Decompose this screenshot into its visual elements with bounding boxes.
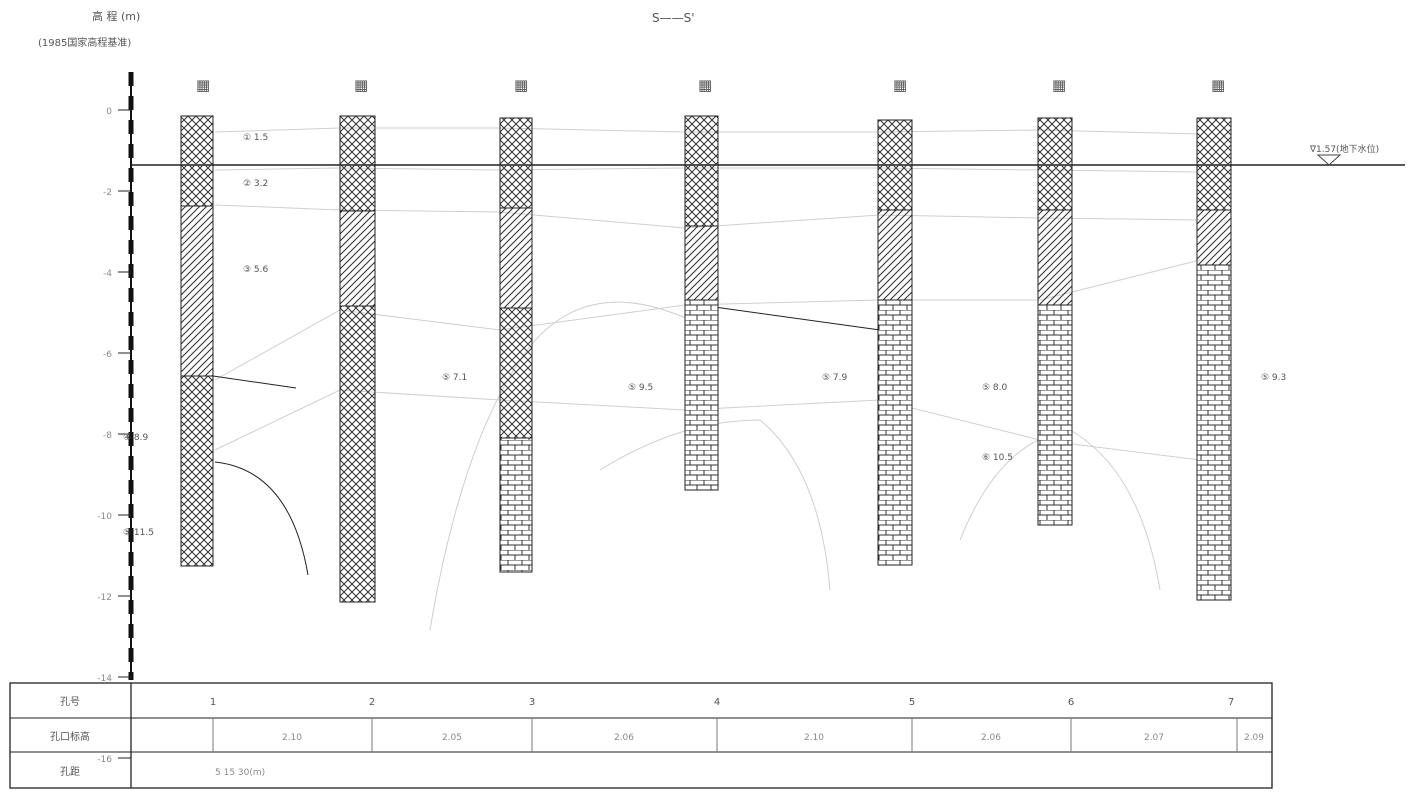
table-elevation: 2.06: [981, 733, 1001, 743]
elevation-datum: (1985国家高程基准): [38, 36, 131, 49]
layer-labels: ① 1.5 ② 3.2 ③ 5.6 ④ 8.9 ⑤ 11.5 ⑤ 7.1 ⑤ 9.5 ⑤ 7.…: [123, 133, 1286, 538]
layer-label: ③ 5.6: [243, 265, 269, 275]
svg-text:▦: ▦: [698, 76, 712, 94]
section-label: S——S': [652, 11, 695, 25]
table-row-label: 孔距: [60, 766, 80, 778]
water-level-label: ∇1.57(地下水位): [1309, 143, 1379, 155]
elevation-tick-label: 0: [106, 107, 112, 117]
layer-label: ⑤ 7.1: [442, 373, 467, 383]
svg-text:▦: ▦: [354, 76, 368, 94]
elevation-ticks: 0 -2 -4 -6 -8 -10 -12 -14 -16: [97, 107, 131, 765]
layer-label: ⑤ 11.5: [123, 528, 154, 538]
svg-text:▦: ▦: [196, 76, 210, 94]
layer-label: ① 1.5: [243, 133, 268, 143]
table-elevation: 2.10: [804, 733, 824, 743]
borehole-7: [1196, 117, 1232, 601]
svg-text:▦: ▦: [1052, 76, 1066, 94]
table-elevation: 2.06: [614, 733, 634, 743]
table-elevation: 2.05: [442, 733, 462, 743]
svg-text:▦: ▦: [514, 76, 528, 94]
borehole-5: [877, 119, 913, 566]
elevation-tick-label: -8: [103, 431, 112, 441]
table-elevation: 2.07: [1144, 733, 1164, 743]
elevation-tick-label: -6: [103, 350, 112, 360]
table-hole-number: 1: [210, 697, 216, 708]
layer-label: ⑤ 9.3: [1261, 373, 1286, 383]
borehole-headers: ▦ ▦ ▦ ▦ ▦ ▦ ▦: [196, 76, 1225, 94]
borehole-6: [1037, 117, 1073, 526]
table-row-label: 孔号: [60, 696, 80, 708]
table-hole-number: 5: [909, 697, 915, 708]
borehole-4: [684, 115, 719, 491]
table-spacing-scale: 5 15 30(m): [215, 768, 265, 778]
table-elevation: 2.10: [282, 733, 302, 743]
table-hole-number: 3: [529, 697, 535, 708]
layer-label: ⑥ 10.5: [982, 453, 1013, 463]
elevation-label: 高 程 (m): [92, 9, 140, 23]
table-elevation: 2.09: [1244, 733, 1264, 743]
borehole-info-table: [9, 682, 1273, 789]
elevation-tick-label: -4: [103, 269, 112, 279]
table-hole-number: 6: [1068, 697, 1074, 708]
table-hole-number: 4: [714, 697, 720, 708]
borehole-2: [339, 115, 376, 603]
layer-label: ⑤ 7.9: [822, 373, 848, 383]
borehole-1: [180, 115, 297, 567]
table-hole-number: 7: [1228, 697, 1234, 708]
layer-label: ④ 8.9: [123, 433, 149, 443]
elevation-tick-label: -2: [103, 188, 112, 198]
table-row-label: 孔口标高: [50, 730, 90, 743]
layer-label: ⑤ 9.5: [628, 383, 653, 393]
layer-label: ② 3.2: [243, 179, 268, 189]
elevation-tick-label: -14: [97, 674, 112, 684]
elevation-tick-label: -12: [97, 593, 112, 603]
water-level-marker: [1316, 154, 1342, 166]
elevation-tick-label: -10: [97, 512, 112, 522]
svg-text:▦: ▦: [893, 76, 907, 94]
svg-text:▦: ▦: [1211, 76, 1225, 94]
elevation-tick-label: -16: [97, 755, 112, 765]
borehole-3: [499, 117, 533, 573]
table-hole-number: 2: [369, 697, 375, 708]
layer-label: ⑤ 8.0: [982, 383, 1008, 393]
